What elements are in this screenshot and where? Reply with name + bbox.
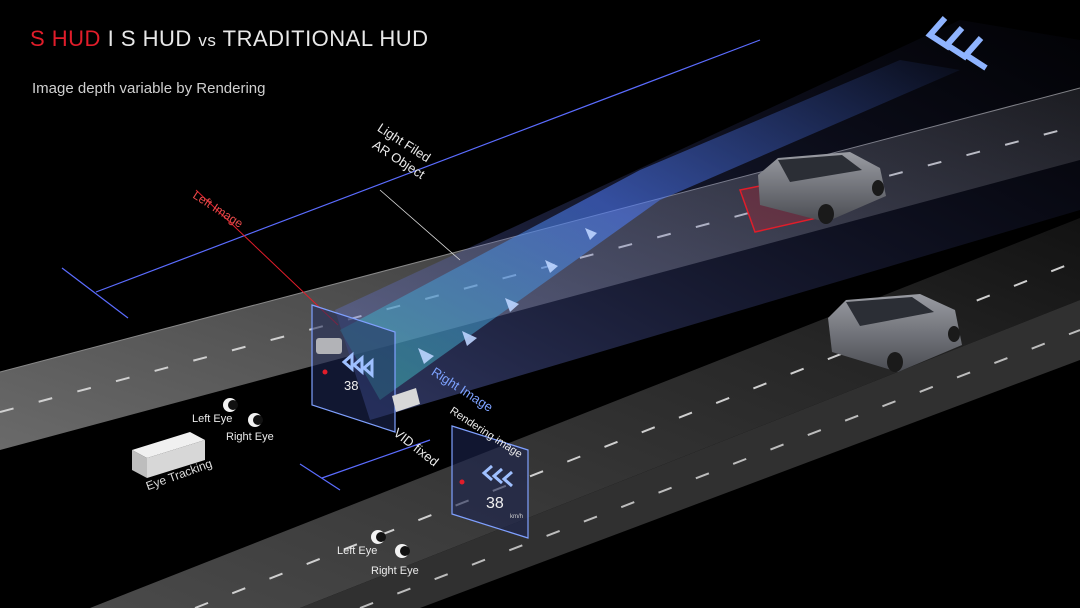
page-subtitle: Image depth variable by Rendering (32, 80, 265, 97)
title-brand: S HUD (30, 26, 101, 51)
title-part1: S HUD (121, 26, 192, 51)
label-right-eye-upper: Right Eye (226, 431, 274, 443)
ar-object-leader (380, 190, 460, 260)
title-vs: vs (198, 31, 216, 50)
hud-speed-unit: km/h (510, 514, 523, 520)
eye-icon (223, 398, 238, 412)
hud-speed-upper: 38 (344, 378, 358, 393)
label-right-eye-lower: Right Eye (371, 565, 419, 577)
title-part2: TRADITIONAL HUD (223, 26, 429, 51)
label-left-eye-lower: Left Eye (337, 545, 377, 557)
page-title: S HUD I S HUD vs TRADITIONAL HUD (30, 26, 429, 52)
eye-icon (248, 413, 263, 427)
label-left-eye-upper: Left Eye (192, 413, 232, 425)
hud-speed-lower: 38 (486, 495, 504, 513)
title-separator: I (108, 26, 115, 51)
